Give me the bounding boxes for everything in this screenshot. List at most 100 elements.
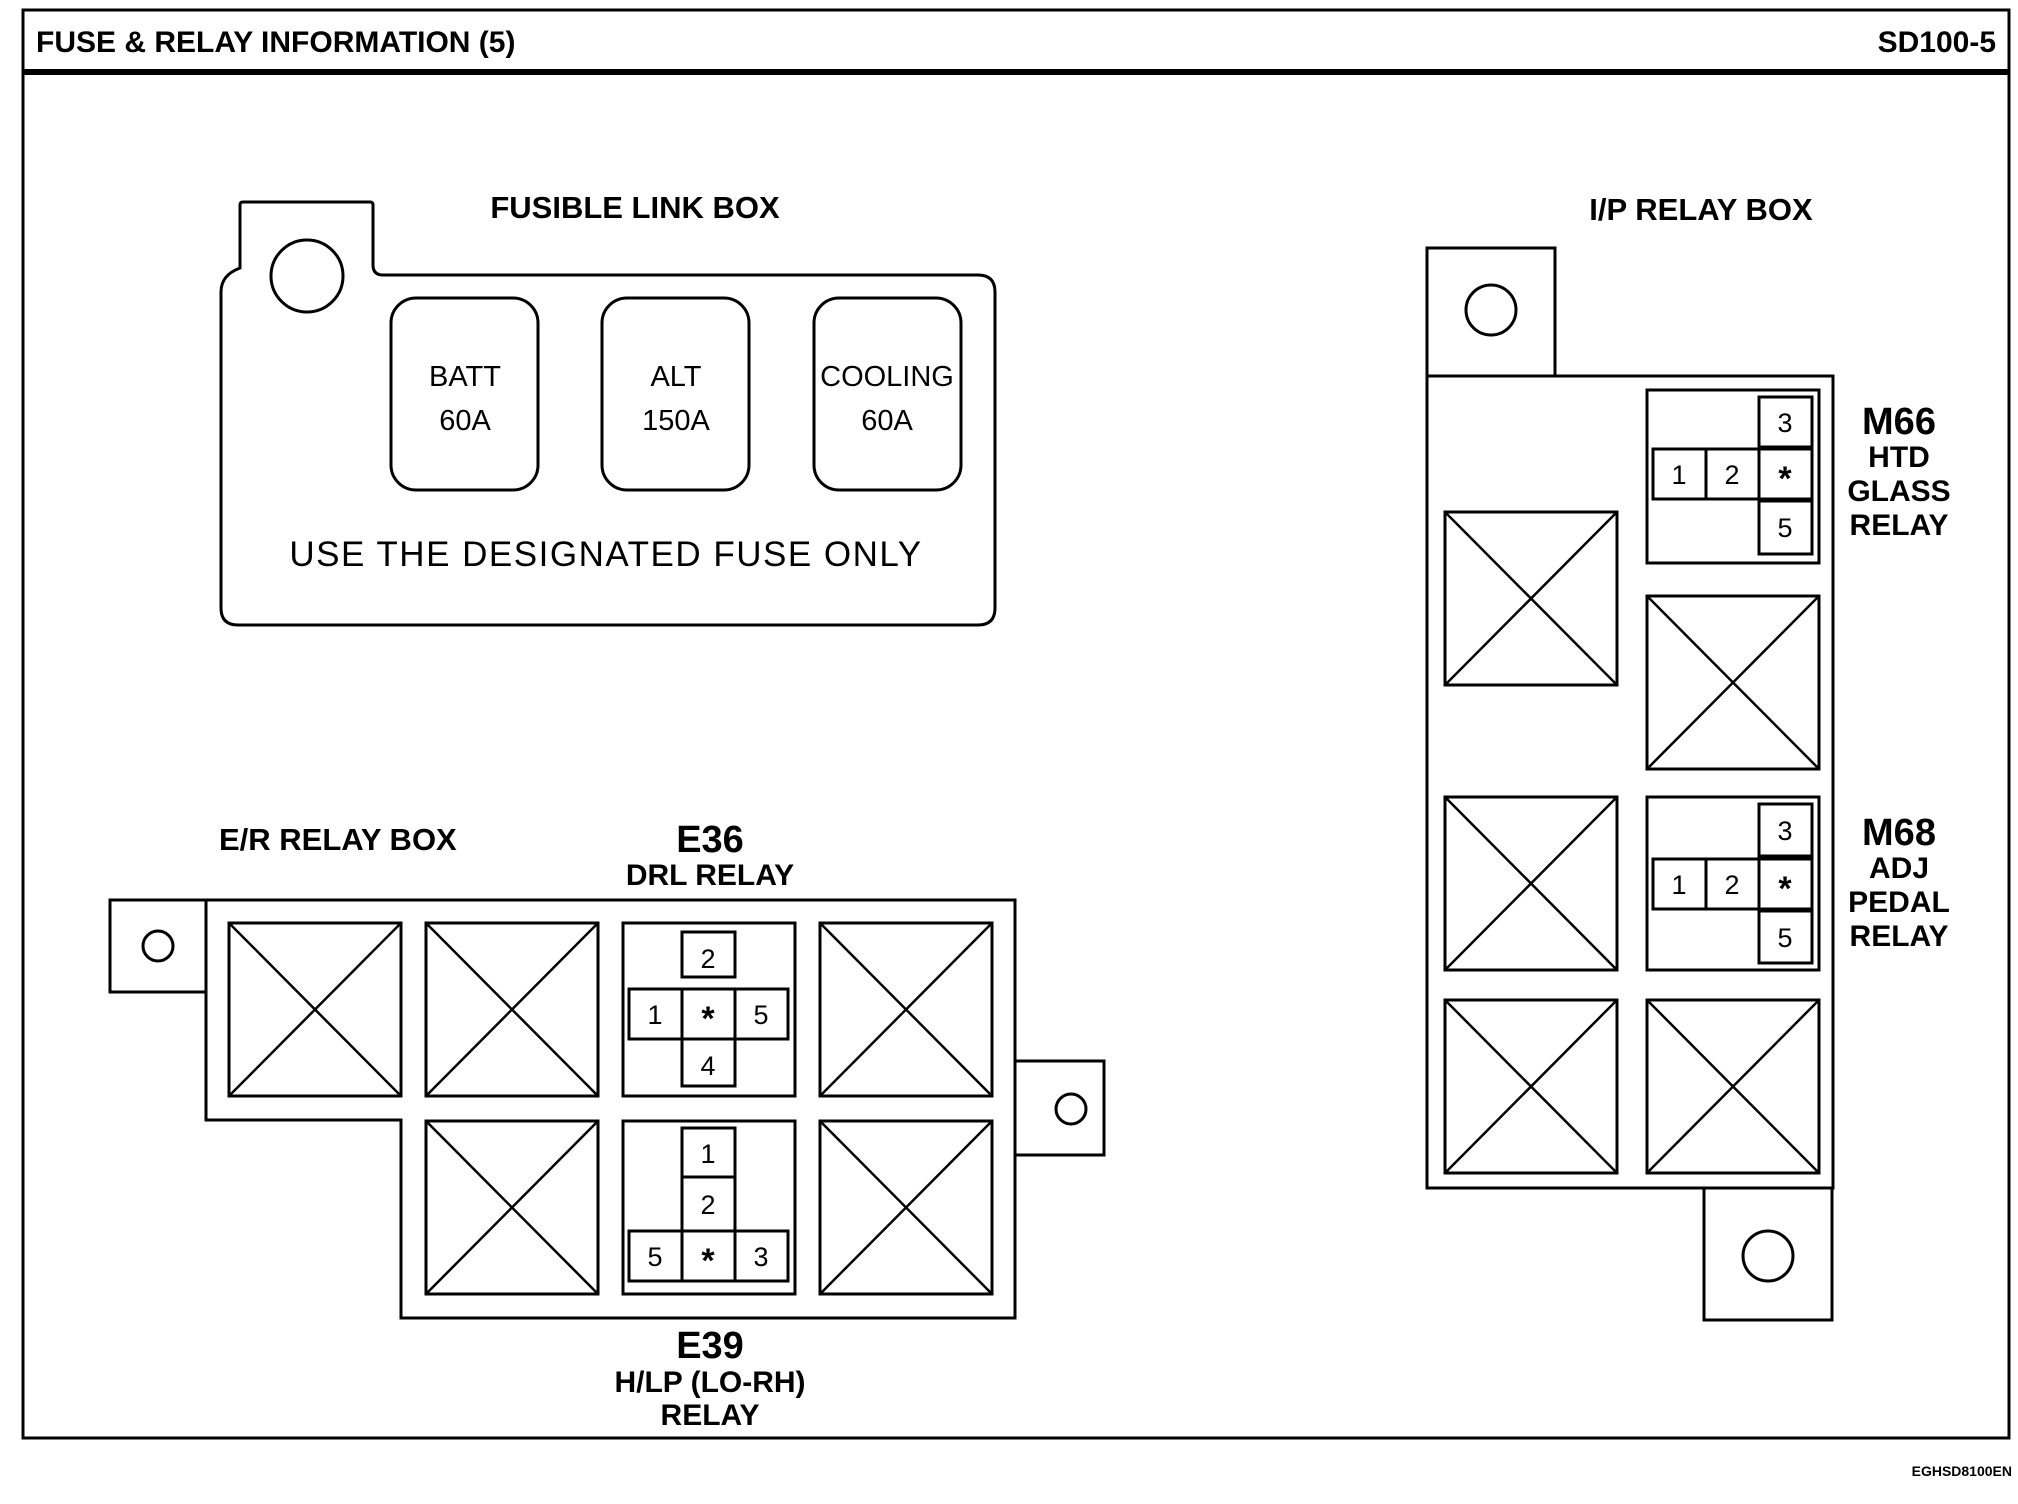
pin-cell: [1757, 802, 1814, 858]
page-frame: [21, 8, 2011, 1440]
ip-relay-box: I/P RELAY BOX: [1425, 192, 1951, 1322]
pin-number: *: [1778, 870, 1792, 908]
pin-number: 5: [1777, 923, 1792, 953]
pin-number: 5: [753, 1000, 768, 1030]
relay-slot-outline: [621, 1119, 797, 1296]
pin-cell: [733, 1229, 790, 1283]
er-relay-box: E/R RELAY BOX E36 DRL RELAY: [108, 819, 1106, 1432]
fusible-link-box-title: FUSIBLE LINK BOX: [490, 190, 780, 225]
fuse-batt: BATT 60A: [389, 296, 540, 492]
m66-name-line2: GLASS: [1847, 475, 1950, 508]
mounting-hole-icon: [141, 929, 175, 963]
pin-number: *: [1778, 460, 1792, 498]
fuse-outline: [812, 296, 963, 492]
pin-cell: [680, 1175, 737, 1233]
empty-relay-slot: [1443, 510, 1619, 687]
m66-name-line3: RELAY: [1850, 509, 1949, 542]
pin-number: 4: [700, 1051, 715, 1081]
fusible-link-box: FUSIBLE LINK BOX BATT 60A ALT 150A COOLI…: [219, 190, 997, 627]
ip-relay-box-title: I/P RELAY BOX: [1589, 192, 1813, 227]
pin-number: 3: [1777, 408, 1792, 438]
pin-number: 5: [647, 1242, 662, 1272]
pin-cell: [680, 1126, 737, 1179]
mounting-tab: [1013, 1059, 1106, 1157]
mounting-hole-icon: [1741, 1229, 1795, 1283]
fuse-alt: ALT 150A: [600, 296, 751, 492]
pin-number: *: [701, 1000, 715, 1038]
pin-cell: [1757, 499, 1814, 556]
empty-relay-slot: [227, 921, 403, 1098]
er-relay-box-title: E/R RELAY BOX: [219, 822, 457, 857]
pin-number: 5: [1777, 513, 1792, 543]
er-relay-box-outline: [204, 898, 1017, 1320]
pin-cell: [733, 987, 790, 1041]
e39-name-line2: RELAY: [661, 1399, 760, 1432]
page-title: FUSE & RELAY INFORMATION (5): [36, 26, 515, 59]
pin-cell: [1757, 857, 1814, 911]
fuse-label: ALT: [650, 361, 701, 393]
pin-number: 2: [700, 944, 715, 974]
m68-name-line1: ADJ: [1869, 852, 1929, 885]
empty-relay-slot: [424, 921, 600, 1098]
pin-cell: [627, 987, 684, 1041]
fuse-label: COOLING: [820, 361, 954, 393]
e36-drl-relay-connector: 2 1 * 5 4: [621, 921, 797, 1098]
pin-number: 3: [753, 1242, 768, 1272]
pin-cell: [1757, 909, 1814, 965]
empty-relay-slot: [1443, 795, 1619, 972]
mounting-tab: [108, 898, 208, 994]
fuse-label: BATT: [429, 361, 501, 393]
m68-adj-pedal-relay-connector: 3 1 2 * 5: [1645, 795, 1821, 972]
pin-number: 1: [647, 1000, 662, 1030]
pin-number: 3: [1777, 816, 1792, 846]
fuse-outline: [600, 296, 751, 492]
empty-relay-slot: [818, 921, 994, 1098]
mounting-hole-icon: [1464, 283, 1518, 337]
m66-code: M66: [1862, 401, 1936, 443]
fuse-usage-note: USE THE DESIGNATED FUSE ONLY: [289, 535, 922, 574]
mounting-hole-icon: [1054, 1092, 1088, 1126]
fuse-rating: 60A: [439, 405, 491, 437]
empty-relay-slot: [1443, 998, 1619, 1175]
pin-number: 2: [1724, 460, 1739, 490]
empty-relay-slot: [424, 1119, 600, 1296]
m68-name-line3: RELAY: [1850, 920, 1949, 953]
e39-code: E39: [676, 1325, 744, 1367]
m66-htd-glass-relay-connector: 3 1 2 * 5: [1645, 388, 1821, 565]
mounting-tab: [1425, 246, 1557, 378]
e39-name-line1: H/LP (LO-RH): [614, 1366, 805, 1399]
pin-number: 2: [1724, 870, 1739, 900]
pin-cell: [680, 1229, 737, 1283]
pin-cell: [627, 1229, 684, 1283]
mounting-tab: [1702, 1186, 1834, 1322]
pin-cell: [680, 1037, 737, 1088]
e39-hlp-relay-connector: 1 2 5 * 3: [621, 1119, 797, 1296]
e36-code: E36: [676, 819, 744, 861]
empty-relay-slot: [1645, 998, 1821, 1175]
fuse-cooling: COOLING 60A: [812, 296, 963, 492]
ip-relay-box-outline: [1425, 374, 1835, 1190]
pin-cell: [680, 930, 737, 979]
empty-relay-slot: [818, 1119, 994, 1296]
page-code: SD100-5: [1878, 26, 1996, 59]
pin-cell: [1757, 395, 1814, 449]
relay-slot-outline: [1645, 388, 1821, 565]
fuse-rating: 150A: [642, 405, 710, 437]
fuse-outline: [389, 296, 540, 492]
pin-number: 1: [1671, 870, 1686, 900]
m66-name-line1: HTD: [1868, 441, 1930, 474]
pin-number: 1: [1671, 460, 1686, 490]
fusible-link-box-outline: [219, 200, 997, 627]
relay-slot-outline: [621, 921, 797, 1098]
pin-number: 2: [700, 1190, 715, 1220]
mounting-hole-icon: [269, 238, 345, 314]
empty-relay-slot: [1645, 594, 1821, 771]
pin-cell: [1757, 447, 1814, 501]
m68-code: M68: [1862, 812, 1936, 854]
m68-name-line2: PEDAL: [1848, 886, 1950, 919]
relay-slot-outline: [1645, 795, 1821, 972]
pin-number: 1: [700, 1139, 715, 1169]
pin-number: *: [701, 1242, 715, 1280]
e36-name: DRL RELAY: [626, 859, 794, 892]
